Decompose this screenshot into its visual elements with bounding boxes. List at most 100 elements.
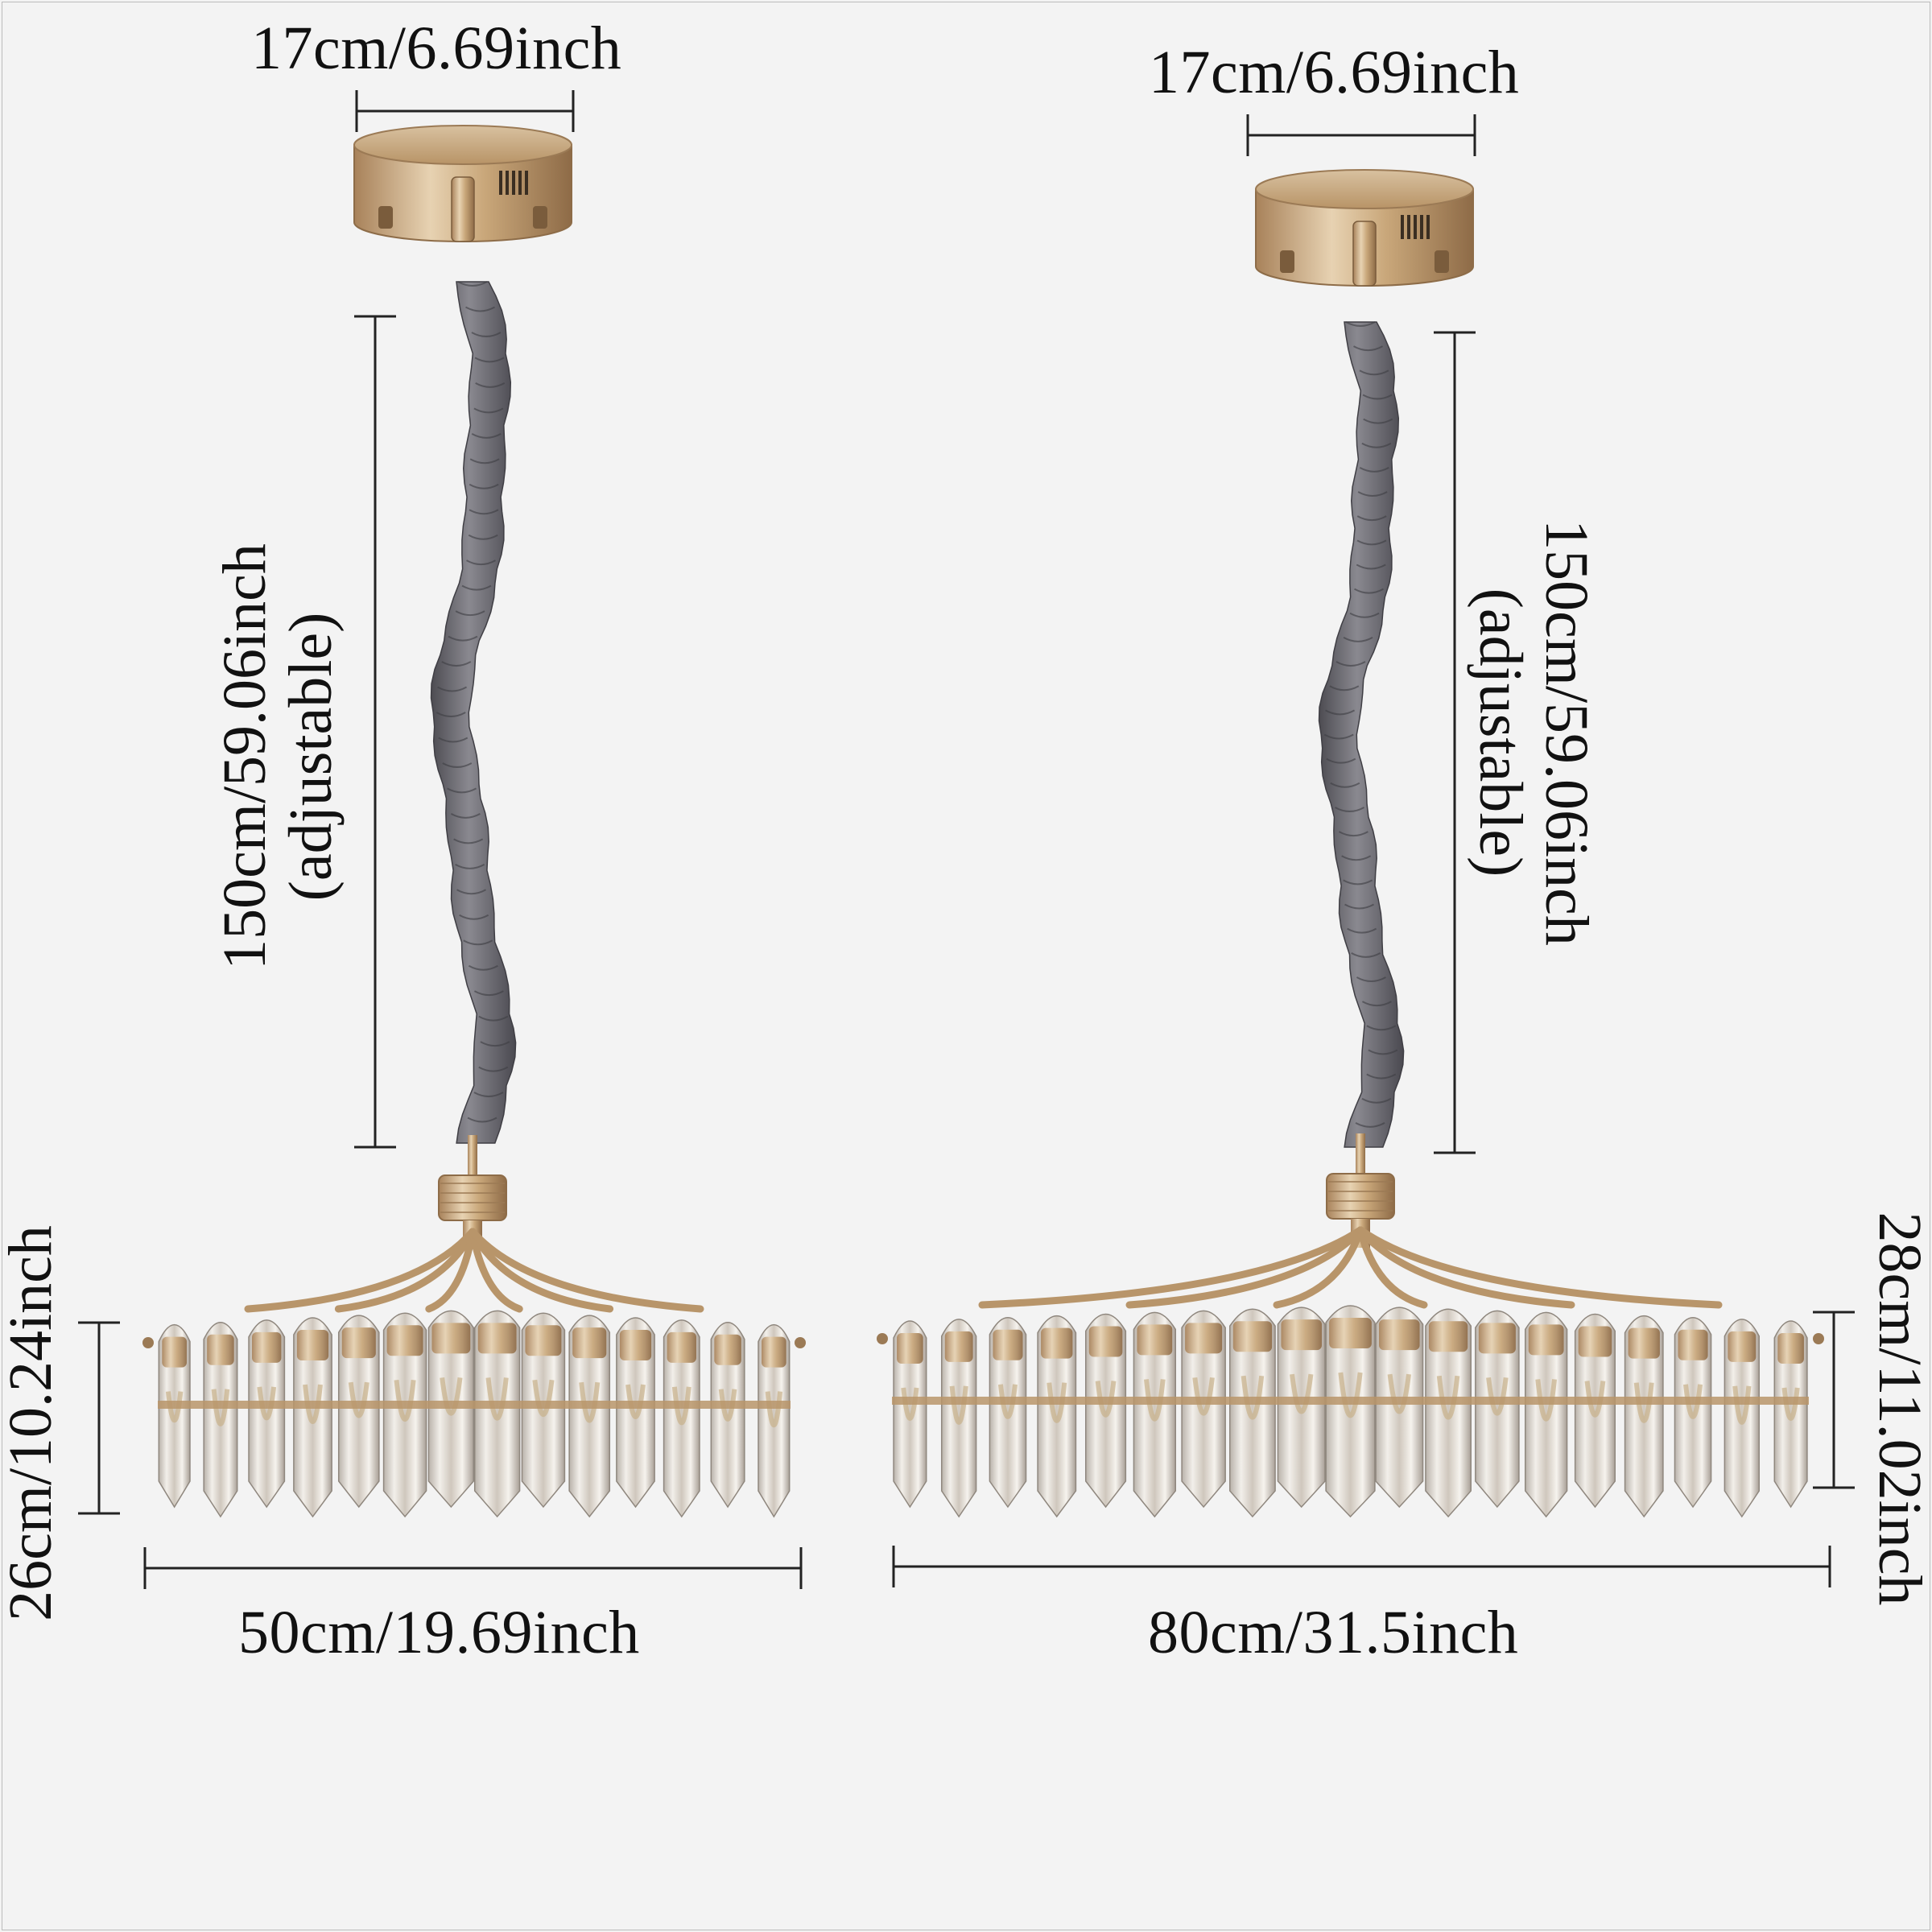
cord-fold (1343, 879, 1373, 886)
cord-fold (1345, 321, 1376, 327)
crystal-cap (1088, 1326, 1123, 1357)
stem (1356, 1133, 1365, 1175)
cord-fold (1330, 782, 1360, 788)
support-arm (469, 1228, 523, 1313)
screw (533, 206, 547, 229)
crystal-detail (485, 1377, 509, 1421)
crystal-prism (1375, 1307, 1424, 1509)
cord-fold (450, 813, 481, 819)
crystal-cap (431, 1323, 471, 1354)
crystal-prism (1624, 1315, 1664, 1518)
crystal-cap (252, 1331, 282, 1363)
cord-fold (1353, 345, 1383, 352)
crystal-detail (348, 1381, 369, 1418)
cord-fold (1366, 1025, 1397, 1031)
right-body-diameter-label: 80cm/31.5inch (1148, 1599, 1519, 1666)
vent-slot (1414, 215, 1417, 239)
screw (1280, 250, 1294, 273)
crystal-prism (710, 1322, 745, 1509)
crystal-cap (572, 1327, 607, 1359)
vent-slot (518, 171, 522, 195)
right-cord (1318, 321, 1405, 1148)
crystal-cap (897, 1332, 923, 1364)
crystal-detail (1535, 1379, 1558, 1422)
right-canopy-dimension (1246, 114, 1476, 156)
gold-band (892, 1397, 1809, 1405)
crystal-cap (1428, 1321, 1468, 1352)
vent-slot (512, 171, 515, 195)
cord-fold (1351, 952, 1381, 958)
vent-slot (499, 171, 502, 195)
crystal-prism (568, 1315, 611, 1518)
vent-slot (506, 171, 509, 195)
crystal-prism (1133, 1311, 1177, 1518)
cord-fold (468, 964, 498, 971)
crystal-detail (1683, 1384, 1703, 1419)
crystal-prism (1425, 1308, 1472, 1518)
cord-fold (1356, 564, 1386, 570)
center-fitting (451, 176, 475, 242)
crystal-detail (1387, 1373, 1411, 1414)
left-cord-dimension (354, 315, 396, 1149)
cord-fold (471, 432, 502, 439)
cord-fold (1335, 807, 1365, 812)
crystal-detail (1192, 1377, 1215, 1416)
vent-slot (1407, 215, 1410, 239)
cord-fold (1366, 1073, 1397, 1080)
right-crystal-body (877, 1133, 1824, 1518)
cord-fold (1363, 418, 1393, 424)
cord-fold (1356, 976, 1386, 982)
screw (1435, 250, 1449, 273)
right-height-dimension (1813, 1311, 1855, 1489)
support-arm (469, 1228, 704, 1313)
crystal-prism (1085, 1313, 1127, 1509)
crystal-detail (1436, 1375, 1460, 1420)
right-cord-dimension (1434, 331, 1476, 1154)
crystal-cap (1185, 1323, 1223, 1354)
cord-fold (1361, 1097, 1392, 1104)
crystal-detail (257, 1386, 277, 1421)
crystal-cap (1678, 1329, 1708, 1360)
cord-fold (457, 281, 488, 287)
crystal-prism (1325, 1305, 1376, 1518)
crystal-detail (1338, 1372, 1363, 1418)
cord-fold (478, 1015, 509, 1022)
right-cord-adjustable-note: (adjustable) (1467, 588, 1534, 877)
cord-fold (475, 382, 506, 388)
crystal-cap (714, 1334, 741, 1365)
cord-fold (1326, 758, 1356, 764)
side-finial (142, 1337, 154, 1348)
cord-fold (447, 787, 477, 794)
right-cord-length-value: 150cm/59.06inch (1533, 519, 1601, 946)
cord-fold (461, 584, 492, 591)
crystal-cap (341, 1327, 376, 1359)
left-diameter-dimension (143, 1547, 803, 1589)
crystal-detail (1241, 1375, 1265, 1420)
cord-fold (455, 863, 485, 869)
crystal-cap (1232, 1321, 1273, 1352)
cord-fold (1347, 927, 1377, 934)
left-body-height-label: 26cm/10.24inch (0, 1225, 64, 1621)
support-arm (425, 1228, 477, 1313)
cord-fold (469, 458, 500, 464)
cord-fold (453, 838, 484, 844)
cord-fold (1329, 685, 1360, 691)
crystal-cap (1728, 1331, 1757, 1362)
support-arm (1356, 1226, 1575, 1309)
cord-fold (459, 914, 489, 920)
cord-fold (467, 1117, 497, 1123)
right-canopy-width-label: 17cm/6.69inch (1149, 39, 1520, 106)
left-canopy-dimension (355, 90, 575, 132)
cord-fold (468, 534, 498, 540)
cord-fold (471, 332, 502, 337)
crystal-prism (1229, 1308, 1276, 1518)
left-height-dimension (78, 1321, 120, 1515)
crystal-prism (427, 1310, 475, 1509)
cord-fold (438, 737, 469, 743)
crystal-detail (394, 1379, 416, 1422)
cord-fold (469, 509, 499, 515)
crystal-detail (303, 1384, 323, 1424)
cord-fold (1359, 467, 1389, 473)
crystal-detail (579, 1381, 601, 1423)
cord-fold (1338, 831, 1368, 837)
